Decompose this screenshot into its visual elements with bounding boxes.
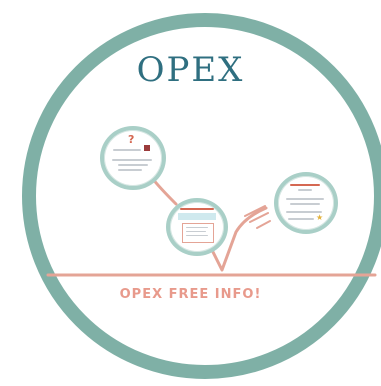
page-title: OPEX: [136, 50, 245, 90]
text-line: [290, 203, 320, 205]
node-heading-line: [290, 184, 320, 186]
text-line: [112, 159, 152, 161]
text-line: [298, 189, 312, 191]
text-line: [286, 211, 322, 213]
text-line: [186, 231, 206, 232]
footer-banner-text: OPEX FREE INFO!: [119, 287, 262, 302]
motion-stroke-1: [244, 205, 266, 217]
node-left[interactable]: ?: [100, 126, 166, 190]
node-center[interactable]: [166, 198, 228, 256]
question-mark-icon: ?: [128, 133, 135, 146]
text-line: [286, 198, 324, 200]
connector-left: [150, 176, 178, 206]
node-right[interactable]: ★: [274, 172, 338, 234]
text-line: [113, 149, 141, 151]
motion-stroke-2: [249, 212, 269, 223]
text-line: [118, 169, 142, 171]
text-line: [118, 164, 148, 166]
node-heading-line: [180, 208, 214, 210]
star-icon: ★: [316, 213, 324, 222]
text-line: [288, 218, 314, 220]
outer-ring: [22, 13, 381, 379]
text-line: [186, 235, 208, 236]
checkmark-connector: [205, 206, 268, 272]
flag-icon: [144, 145, 150, 151]
highlight-block: [178, 213, 216, 220]
text-line: [186, 227, 208, 228]
motion-stroke-3: [256, 220, 271, 229]
document-icon: [182, 223, 214, 243]
